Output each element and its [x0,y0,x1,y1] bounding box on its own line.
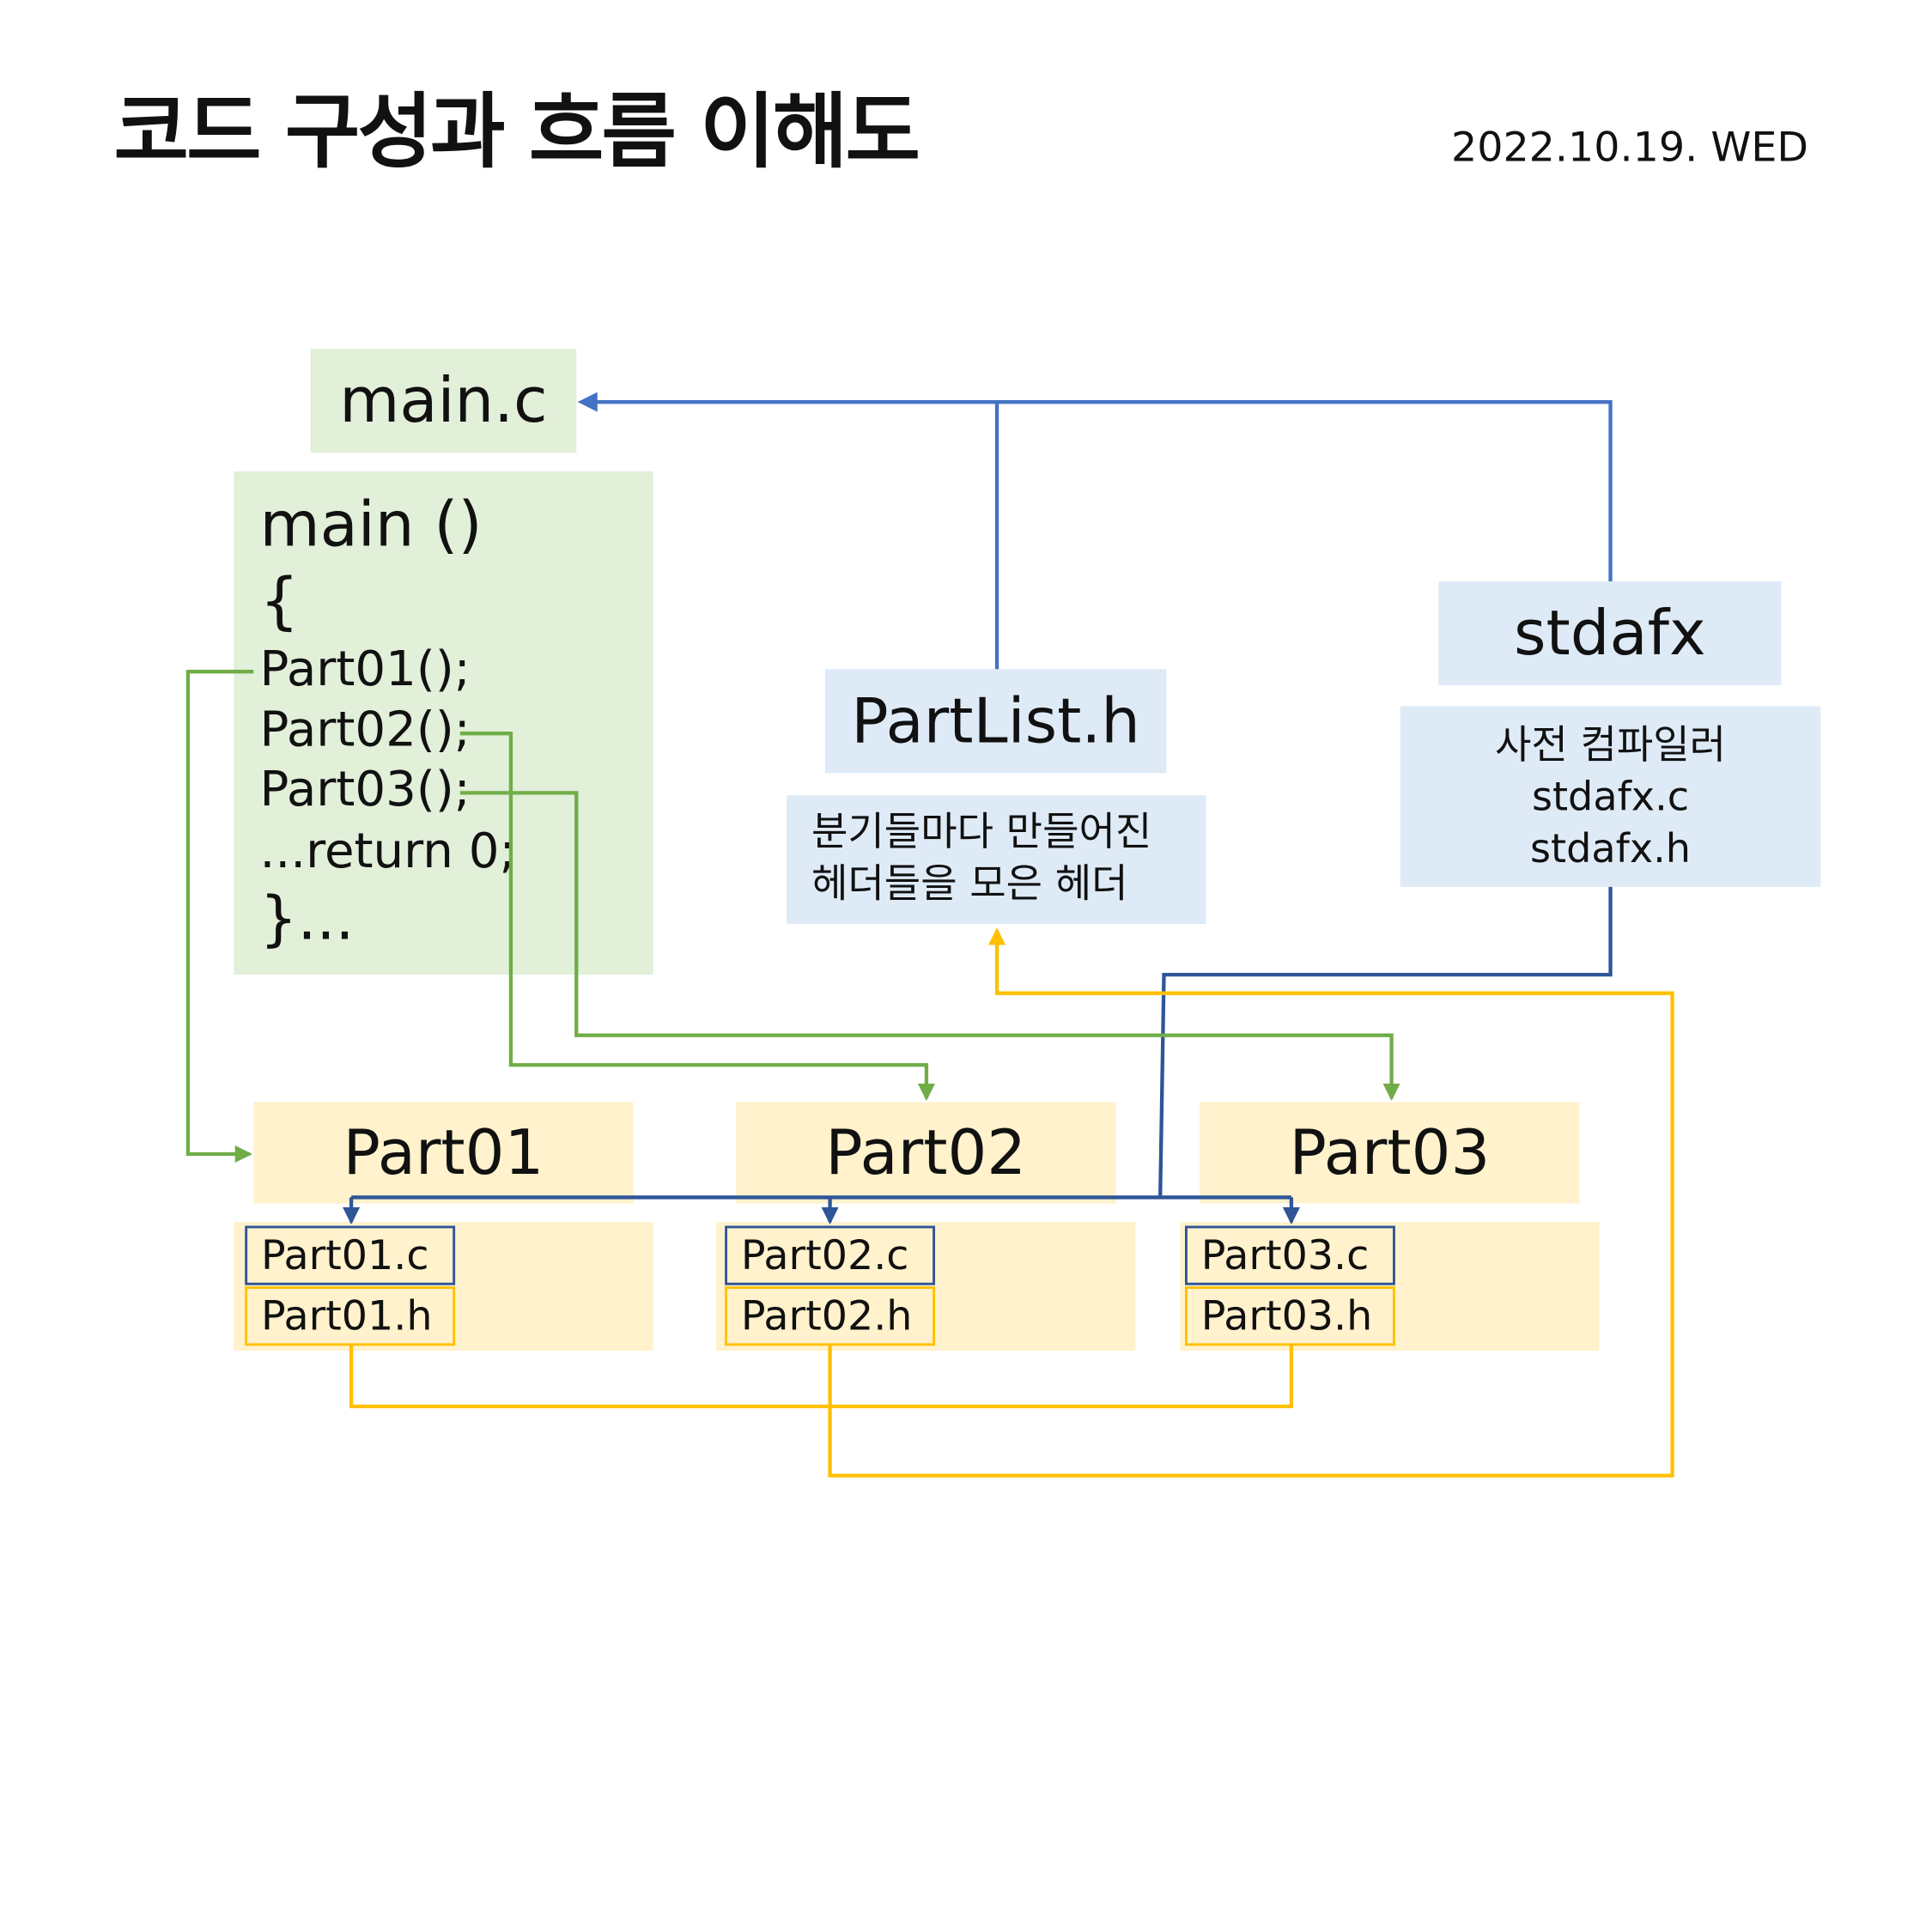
code-line: Part02(); [259,702,471,759]
stdafx-desc-line: stdafx.c [1531,773,1690,821]
stdafx-to-main-connector [577,392,1613,582]
partlist-desc-line: 분기들마다 만들어진 [811,807,1152,855]
code-line: main () [259,488,483,561]
stdafx-desc-line: 사전 컴파일러 [1494,720,1727,769]
part02-box: Part02 [736,1102,1116,1204]
page-title: 코드 구성과 흐름 이해도 [113,83,920,179]
part01-box: Part01 [253,1102,634,1204]
part02-c-file: Part02.c [725,1225,936,1285]
part01-label: Part01 [343,1116,544,1189]
stdafx-box: stdafx [1438,581,1782,686]
stdafx-desc-box: 사전 컴파일러 stdafx.c stdafx.h [1400,706,1821,887]
part03-box: Part03 [1200,1102,1580,1204]
call-part03-connector [459,791,1400,1102]
stdafx-label: stdafx [1513,597,1706,670]
part03-label: Part03 [1289,1116,1491,1189]
partlist-label: PartList.h [851,685,1140,757]
partlist-box: PartList.h [824,669,1167,774]
code-line: { [259,565,300,637]
code-line: }... [259,884,355,954]
date-label: 2022.10.19. WED [1450,122,1809,171]
call-part02-connector [459,732,936,1102]
part02-h-file: Part02.h [725,1286,936,1346]
main-c-box: main.c [310,349,577,453]
call-part01-connector [185,670,254,1163]
code-line: Part03(); [259,762,471,818]
headers-to-partlist-connector [828,927,1674,1478]
code-line: ...return 0; [259,823,516,880]
code-line: Part01(); [259,641,471,698]
partlist-desc-box: 분기들마다 만들어진 헤더들을 모은 헤더 [787,795,1206,925]
part01-h-to-part03-h-connector [349,1344,1294,1409]
part02-label: Part02 [825,1116,1027,1189]
part01-h-file: Part01.h [245,1286,456,1346]
main-c-label: main.c [339,364,548,437]
stdafx-to-parts-connector [1158,886,1613,1198]
partlist-desc-line: 헤더들을 모은 헤더 [811,860,1128,907]
part01-c-file: Part01.c [245,1225,456,1285]
main-code-box: main () { Part01(); Part02(); Part03(); … [234,471,653,975]
part03-c-file: Part03.c [1184,1225,1395,1285]
stdafx-desc-line: stdafx.h [1530,824,1692,872]
